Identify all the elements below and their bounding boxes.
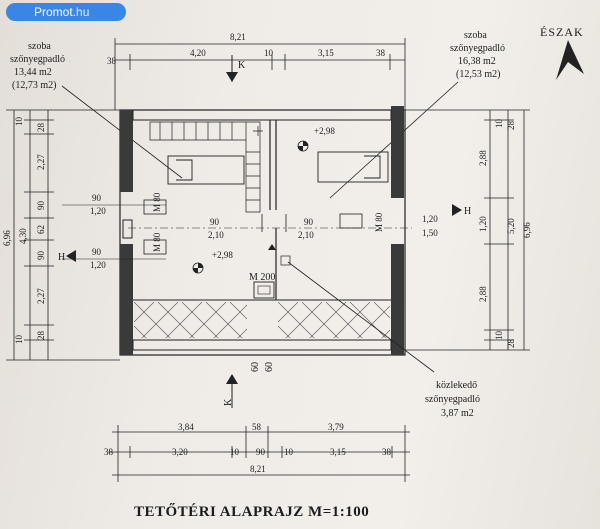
level-right-text: +2,98 xyxy=(314,126,335,136)
section-h-label-left: H xyxy=(58,252,65,263)
dim-right-overall: 6,96 xyxy=(522,222,532,238)
dim-left-inner: 4,30 xyxy=(18,228,28,244)
dim-right-b: 28 xyxy=(506,121,516,131)
dim-left-i: 10 xyxy=(14,335,24,345)
opening-center-right-width: 90 xyxy=(304,217,314,227)
door-left-upper-label: M 80 xyxy=(152,192,162,212)
right-dimensions xyxy=(405,109,530,351)
opening-left-lower-width: 90 xyxy=(92,247,102,257)
dim-right-f: 10 xyxy=(494,331,504,341)
bed-left xyxy=(167,155,245,185)
bottom-dim-60-a: 60 xyxy=(250,362,261,372)
dim-left-g: 2,27 xyxy=(36,288,46,304)
dim-top-part-2: 4,20 xyxy=(190,48,206,58)
watermark-prefix: Promot xyxy=(34,5,73,19)
section-mark-k-top: K xyxy=(226,55,246,82)
dim-top-part-3: 10 xyxy=(264,48,274,58)
room-label-right: szoba szőnyegpadló 16,38 m2 (12,53 m2) xyxy=(329,30,505,199)
dim-bottom-row2-f: 3,15 xyxy=(330,447,346,457)
dim-left-c: 2,27 xyxy=(36,154,46,170)
opening-center-left-height: 2,10 xyxy=(208,230,224,240)
dim-left-h: 28 xyxy=(36,331,46,341)
door-right-label: M 80 xyxy=(374,212,384,232)
dim-top-part-1: 38 xyxy=(107,56,117,66)
bottom-dim-60-b: 60 xyxy=(264,362,275,372)
bottom-dimensions xyxy=(108,425,410,482)
dim-bottom-row2-g: 38 xyxy=(382,447,392,457)
drawing-title: TETŐTÉRI ALAPRAJZ M=1:100 xyxy=(134,503,369,520)
opening-left-upper-height: 1,20 xyxy=(90,206,106,216)
dim-right-d: 1,20 xyxy=(478,216,488,232)
hall-name: közlekedő xyxy=(436,380,477,391)
chimney-label: M 200 xyxy=(249,272,275,283)
dim-bottom-row1-b: 58 xyxy=(252,422,262,432)
hall-floor: szőnyegpadló xyxy=(425,394,480,405)
level-marker-right: +2,98 xyxy=(297,126,335,152)
building-walls xyxy=(119,106,406,356)
door-left-lower-label: M 80 xyxy=(152,232,162,252)
section-mark-h-left: H xyxy=(58,250,76,263)
bed-right xyxy=(317,151,389,183)
level-left-text: +2,98 xyxy=(212,250,233,260)
top-dimensions xyxy=(114,38,406,110)
section-k-label-top: K xyxy=(238,60,246,71)
low-headroom-hatching xyxy=(134,302,390,338)
dim-top-overall: 8,21 xyxy=(230,32,246,42)
right-room-area: 16,38 m2 xyxy=(458,56,496,67)
dim-bottom-row2-a: 38 xyxy=(104,447,114,457)
dim-right-inner: 5,20 xyxy=(506,218,516,234)
north-arrow: ÉSZAK xyxy=(540,25,584,80)
staircase xyxy=(149,121,263,213)
level-marker-left: +2,98 xyxy=(192,250,233,274)
dim-right-a: 10 xyxy=(494,119,504,129)
section-mark-h-right: H xyxy=(452,204,471,217)
dim-left-b: 28 xyxy=(36,123,46,133)
dim-left-a: 10 xyxy=(14,117,24,127)
left-room-area-net: (12,73 m2) xyxy=(12,80,56,91)
chimney: M 200 xyxy=(249,272,275,299)
left-dimensions xyxy=(6,109,120,361)
dim-right-g: 28 xyxy=(506,339,516,349)
north-arrow-icon xyxy=(556,40,584,80)
dim-bottom-row1-a: 3,84 xyxy=(178,422,194,432)
dim-right-c: 2,88 xyxy=(478,150,488,166)
room-label-hall: közlekedő szőnyegpadló 3,87 m2 xyxy=(425,380,480,419)
window-right-width: 1,20 xyxy=(422,214,438,224)
dim-bottom-row2-c: 10 xyxy=(230,447,240,457)
dim-top-part-5: 38 xyxy=(376,48,386,58)
section-mark-k-bottom: K xyxy=(223,374,238,408)
north-label: ÉSZAK xyxy=(540,25,584,39)
doors xyxy=(143,199,363,255)
opening-center-right-height: 2,10 xyxy=(298,230,314,240)
dim-bottom-row2-d: 90 xyxy=(256,447,266,457)
dim-left-e: 62 xyxy=(36,225,46,234)
section-h-label-right: H xyxy=(464,206,471,217)
right-room-name: szoba xyxy=(464,30,487,41)
left-room-name: szoba xyxy=(28,41,51,52)
hall-area: 3,87 m2 xyxy=(441,408,474,419)
hall-leader xyxy=(268,244,435,373)
watermark-badge: Promot.hu xyxy=(6,3,126,21)
dim-top-part-4: 3,15 xyxy=(318,48,334,58)
dim-left-d: 90 xyxy=(36,201,46,211)
dim-bottom-row1-c: 3,79 xyxy=(328,422,344,432)
opening-left-lower-height: 1,20 xyxy=(90,260,106,270)
dim-left-overall: 6,96 xyxy=(2,230,12,246)
dim-left-f: 90 xyxy=(36,251,46,261)
right-room-area-net: (12,53 m2) xyxy=(456,69,500,80)
watermark-suffix: .hu xyxy=(72,5,90,19)
dim-right-e: 2,88 xyxy=(478,286,488,302)
section-k-label-bottom: K xyxy=(223,398,234,406)
dim-bottom-overall: 8,21 xyxy=(250,464,266,474)
dim-bottom-row2-b: 3,20 xyxy=(172,447,188,457)
opening-center-left-width: 90 xyxy=(210,217,220,227)
dim-bottom-row2-e: 10 xyxy=(284,447,294,457)
left-room-area: 13,44 m2 xyxy=(14,67,52,78)
window-right-height: 1,50 xyxy=(422,228,438,238)
right-room-floor: szőnyegpadló xyxy=(450,43,505,54)
opening-left-upper-width: 90 xyxy=(92,193,102,203)
left-room-floor: szőnyegpadló xyxy=(10,54,65,65)
